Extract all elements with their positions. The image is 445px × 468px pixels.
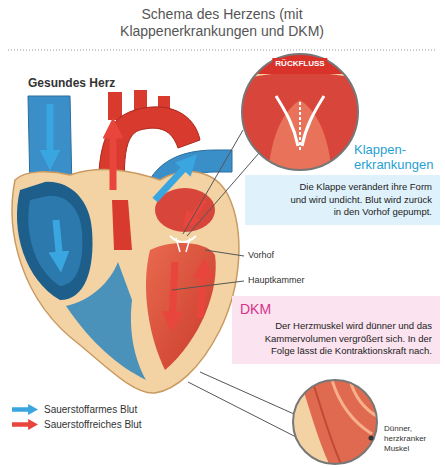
heart-shape	[172, 281, 244, 290]
legend-row: Sauerstoffarmes Blut	[12, 404, 142, 415]
heart-shape	[240, 52, 360, 174]
legend-text: Sauerstoffreiches Blut	[44, 419, 142, 430]
heart-shape	[293, 380, 377, 464]
box-heading: DKM	[232, 296, 440, 318]
heart-shape	[240, 52, 360, 174]
heart-shape	[170, 236, 196, 242]
heart-shape	[176, 238, 190, 252]
heart-shape	[146, 243, 216, 370]
heart-shape	[290, 378, 380, 468]
heart-shape	[205, 250, 244, 256]
part-label: Dünner, herzkranker Muskel	[384, 424, 442, 454]
heart-shape	[369, 436, 374, 441]
valve-zoom	[240, 52, 360, 174]
heart-shape	[56, 220, 60, 262]
heart-shape	[200, 268, 204, 318]
heart-shape	[110, 128, 117, 190]
info-box: Klappen- erkrankungenDie Klappe veränder…	[245, 175, 440, 225]
heart-shape	[66, 262, 146, 380]
heart-shape	[112, 200, 132, 250]
heart-shape	[242, 73, 360, 175]
heart-shape	[17, 182, 93, 300]
diagram-title: Schema des Herzens (mit Klappenerkrankun…	[112, 6, 332, 40]
legend: Sauerstoffarmes BlutSauerstoffreiches Bl…	[12, 404, 142, 434]
heart-shape	[47, 104, 54, 160]
heart-shape	[300, 380, 380, 466]
heart-shape	[242, 54, 358, 170]
heart-shape	[268, 100, 332, 174]
heart-shape	[188, 382, 298, 438]
dotted-rule	[8, 50, 437, 51]
flow-label: RÜCKFLUSS	[272, 58, 327, 69]
heart-shape	[200, 372, 294, 414]
part-label: Hauptkammer	[248, 275, 305, 285]
heart-shape	[172, 262, 175, 322]
info-box: DKMDer Herzmuskel wird dünner und das Ka…	[232, 296, 440, 364]
heart-shape	[155, 162, 190, 200]
heart-shape	[290, 378, 380, 468]
box-heading: Klappen- erkrankungen	[354, 142, 438, 172]
legend-swatch	[12, 404, 38, 415]
heart-shape	[28, 196, 82, 286]
heart-shape	[299, 100, 301, 150]
figure-caption: Gesundes Herz	[28, 76, 115, 90]
box-body: Der Herzmuskel wird dünner und das Kamme…	[232, 318, 440, 364]
heart-shape	[12, 170, 239, 394]
heart-drawing	[12, 90, 239, 393]
legend-text: Sauerstoffarmes Blut	[44, 404, 137, 415]
heart-shape	[108, 92, 122, 120]
part-label: Vorhof	[248, 250, 274, 260]
legend-row: Sauerstoffreiches Blut	[12, 419, 142, 430]
legend-swatch	[12, 419, 38, 430]
muscle-zoom	[290, 378, 380, 468]
box-body: Die Klappe verändert ihre Form und wird …	[245, 175, 440, 225]
